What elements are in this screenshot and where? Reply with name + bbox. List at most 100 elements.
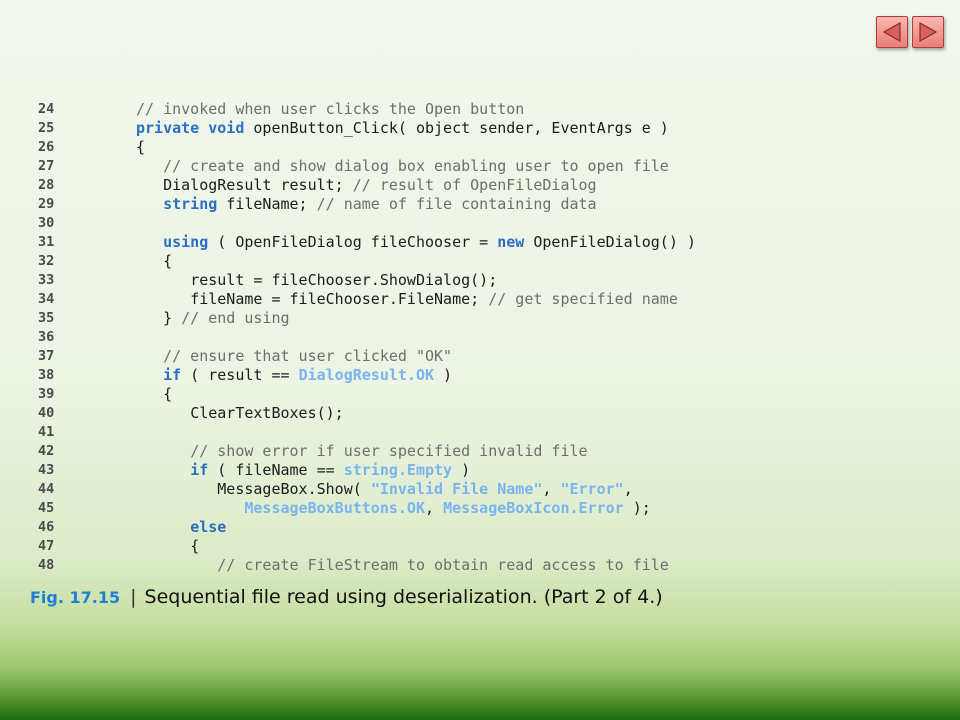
code-text: // show error if user specified invalid … xyxy=(136,442,588,461)
line-number: 34 xyxy=(38,291,55,307)
code-text: fileName = fileChooser.FileName; // get … xyxy=(136,290,678,309)
code-text: else xyxy=(136,518,226,537)
code-token: // create FileStream to obtain read acce… xyxy=(217,556,669,574)
code-token: fileName = fileChooser.FileName; xyxy=(190,290,489,308)
code-token: new xyxy=(497,233,525,251)
code-token: // invoked when user clicks the Open but… xyxy=(136,100,525,118)
code-token: MessageBoxButtons.OK xyxy=(244,499,425,517)
line-number: 41 xyxy=(38,424,55,440)
code-token: ( OpenFileDialog fileChooser = xyxy=(208,233,498,251)
line-number: 26 xyxy=(38,139,55,155)
line-number: 48 xyxy=(38,557,55,573)
code-token: ( fileName == xyxy=(208,461,344,479)
code-text: // invoked when user clicks the Open but… xyxy=(136,100,524,119)
line-number: 33 xyxy=(38,272,55,288)
caption-text: Sequential file read using deserializati… xyxy=(144,586,663,608)
left-triangle-icon xyxy=(882,21,901,43)
figure-caption: Fig. 17.15 | Sequential file read using de… xyxy=(30,586,663,608)
code-token: OpenFileDialog() ) xyxy=(524,233,696,251)
line-number: 45 xyxy=(38,500,55,516)
code-text: result = fileChooser.ShowDialog(); xyxy=(136,271,497,290)
line-number: 39 xyxy=(38,386,55,402)
code-token: MessageBoxIcon.Error xyxy=(443,499,624,517)
code-token: } xyxy=(163,309,182,327)
code-text: DialogResult result; // result of OpenFi… xyxy=(136,176,597,195)
next-slide-button[interactable] xyxy=(912,16,944,48)
code-text: } // end using xyxy=(136,309,290,328)
line-number: 37 xyxy=(38,348,55,364)
code-token: string.Empty xyxy=(343,461,453,479)
code-token: MessageBox.Show( xyxy=(217,480,371,498)
code-token: void xyxy=(208,119,245,137)
code-token: ); xyxy=(623,499,651,517)
code-token: // get specified name xyxy=(488,290,678,308)
line-number: 40 xyxy=(38,405,55,421)
code-token: if xyxy=(190,461,209,479)
code-text: if ( result == DialogResult.OK ) xyxy=(136,366,452,385)
code-text: { xyxy=(136,385,172,404)
code-text: MessageBoxButtons.OK, MessageBoxIcon.Err… xyxy=(136,499,651,518)
code-token: ) xyxy=(434,366,453,384)
line-number: 30 xyxy=(38,215,55,231)
line-number: 36 xyxy=(38,329,55,345)
code-token: // result of OpenFileDialog xyxy=(352,176,597,194)
code-token: DialogResult result; xyxy=(163,176,353,194)
code-token: { xyxy=(163,252,173,270)
code-token: result = fileChooser.ShowDialog(); xyxy=(190,271,498,289)
line-number: 29 xyxy=(38,196,55,212)
line-number: 25 xyxy=(38,120,55,136)
code-token: // ensure that user clicked "OK" xyxy=(163,347,453,365)
code-token: "Invalid File Name" xyxy=(370,480,543,498)
code-token: ) xyxy=(452,461,471,479)
code-text: private void openButton_Click( object se… xyxy=(136,119,669,138)
code-token: if xyxy=(163,366,182,384)
code-token: // name of file containing data xyxy=(316,195,597,213)
code-token: using xyxy=(163,233,209,251)
code-token: ClearTextBoxes(); xyxy=(190,404,344,422)
code-text: MessageBox.Show( "Invalid File Name", "E… xyxy=(136,480,633,499)
code-text: { xyxy=(136,252,172,271)
line-number: 43 xyxy=(38,462,55,478)
code-text: // ensure that user clicked "OK" xyxy=(136,347,452,366)
code-token: string xyxy=(163,195,218,213)
previous-slide-button[interactable] xyxy=(876,16,908,48)
code-token: , xyxy=(623,480,633,498)
line-number: 31 xyxy=(38,234,55,250)
line-number: 44 xyxy=(38,481,55,497)
line-number: 47 xyxy=(38,538,55,554)
caption-separator: | xyxy=(130,586,137,608)
code-text: // create and show dialog box enabling u… xyxy=(136,157,669,176)
right-triangle-icon xyxy=(919,21,938,43)
line-number: 38 xyxy=(38,367,55,383)
code-token: else xyxy=(190,518,227,536)
code-token: { xyxy=(163,385,173,403)
code-text: ClearTextBoxes(); xyxy=(136,404,344,423)
code-token xyxy=(199,119,208,137)
code-token: { xyxy=(136,138,146,156)
code-token: , xyxy=(542,480,561,498)
code-token: // show error if user specified invalid … xyxy=(190,442,588,460)
code-text: { xyxy=(136,537,199,556)
code-token: { xyxy=(190,537,200,555)
code-token: openButton_Click( object sender, EventAr… xyxy=(244,119,669,137)
slide-navigation xyxy=(876,16,944,48)
code-text: { xyxy=(136,138,145,157)
code-token: , xyxy=(425,499,444,517)
line-number: 24 xyxy=(38,101,55,117)
code-token: // create and show dialog box enabling u… xyxy=(163,157,669,175)
line-number: 42 xyxy=(38,443,55,459)
code-token: private xyxy=(136,119,200,137)
code-token: DialogResult.OK xyxy=(298,366,435,384)
code-text: using ( OpenFileDialog fileChooser = new… xyxy=(136,233,696,252)
line-number: 28 xyxy=(38,177,55,193)
figure-label: Fig. 17.15 xyxy=(30,588,121,607)
code-token: fileName; xyxy=(217,195,317,213)
code-text: // create FileStream to obtain read acce… xyxy=(136,556,669,575)
code-text: string fileName; // name of file contain… xyxy=(136,195,597,214)
code-token: "Error" xyxy=(560,480,624,498)
code-text: if ( fileName == string.Empty ) xyxy=(136,461,470,480)
code-token: ( result == xyxy=(181,366,299,384)
code-token: // end using xyxy=(181,309,290,327)
line-number: 27 xyxy=(38,158,55,174)
line-number: 32 xyxy=(38,253,55,269)
